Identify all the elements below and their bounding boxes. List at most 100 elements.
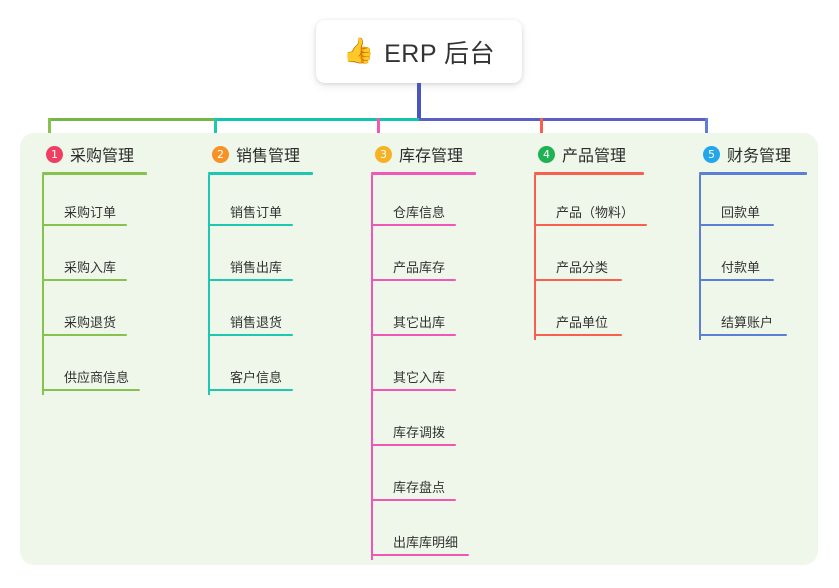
branch-item-label: 客户信息 <box>230 370 283 385</box>
branch-item-label: 仓库信息 <box>393 205 446 220</box>
branch-item-label: 采购入库 <box>64 260 117 275</box>
branch-item[interactable]: 回款单 <box>699 175 807 230</box>
branch-title: 采购管理 <box>70 148 135 165</box>
branch-column-3: 3 库存管理仓库信息产品库存其它出库其它入库库存调拨库存盘点出库库明细 <box>371 141 476 560</box>
branch-spine <box>208 175 210 395</box>
branch-column-1: 1 采购管理采购订单采购入库采购退货供应商信息 <box>42 141 147 395</box>
branch-item-label: 回款单 <box>721 205 761 220</box>
branch-title-underline <box>371 172 476 175</box>
root-node[interactable]: 👍 ERP 后台 <box>316 20 522 83</box>
branch-item-underline <box>371 554 469 556</box>
branch-number-badge: 4 <box>538 145 555 163</box>
branch-header-1[interactable]: 1 采购管理 <box>42 141 147 167</box>
branch-item-label: 销售退货 <box>230 315 283 330</box>
branch-item[interactable]: 仓库信息 <box>371 175 476 230</box>
branch-item-underline <box>208 389 293 391</box>
branch-spine <box>699 175 701 340</box>
branch-item-label: 采购退货 <box>64 315 117 330</box>
root-node-title: ERP 后台 <box>384 39 496 68</box>
branch-item-label: 库存盘点 <box>393 480 446 495</box>
branch-number-badge: 1 <box>46 145 63 163</box>
drop-line-2 <box>214 118 217 141</box>
branch-item-label: 其它入库 <box>393 370 446 385</box>
branch-number-badge: 2 <box>212 145 229 163</box>
branch-item[interactable]: 采购订单 <box>42 175 147 230</box>
branch-item[interactable]: 出库库明细 <box>371 505 476 560</box>
branch-title: 销售管理 <box>236 148 301 165</box>
branch-header-4[interactable]: 4 产品管理 <box>534 141 644 167</box>
branch-spine <box>371 175 373 560</box>
branch-item[interactable]: 库存盘点 <box>371 450 476 505</box>
branch-item-underline <box>371 224 456 226</box>
branch-title-underline <box>699 172 807 175</box>
branch-item[interactable]: 采购退货 <box>42 285 147 340</box>
branch-item[interactable]: 客户信息 <box>208 340 313 395</box>
branch-item-underline <box>699 224 774 226</box>
branch-spine <box>534 175 536 340</box>
branch-item-list: 仓库信息产品库存其它出库其它入库库存调拨库存盘点出库库明细 <box>371 175 476 560</box>
branch-item-underline <box>42 334 127 336</box>
branch-item-underline <box>371 279 456 281</box>
branch-title: 产品管理 <box>562 148 627 165</box>
branch-item[interactable]: 产品（物料） <box>534 175 647 230</box>
branch-item-underline <box>699 279 774 281</box>
branch-header-3[interactable]: 3 库存管理 <box>371 141 476 167</box>
branch-item[interactable]: 其它出库 <box>371 285 476 340</box>
branch-item[interactable]: 销售退货 <box>208 285 313 340</box>
branch-item-label: 产品库存 <box>393 260 446 275</box>
branch-item[interactable]: 结算账户 <box>699 285 807 340</box>
branch-item[interactable]: 供应商信息 <box>42 340 147 395</box>
branch-title-underline <box>208 172 313 175</box>
branch-title-underline <box>534 172 644 175</box>
branch-item-underline <box>534 334 622 336</box>
branch-item-list: 采购订单采购入库采购退货供应商信息 <box>42 175 147 395</box>
branch-column-4: 4 产品管理产品（物料） 产品分类产品单位 <box>534 141 647 340</box>
branch-item[interactable]: 销售订单 <box>208 175 313 230</box>
branch-item-label: 供应商信息 <box>64 370 130 385</box>
branch-item-label: 其它出库 <box>393 315 446 330</box>
bar-segment-left <box>48 118 214 121</box>
branch-item-underline <box>208 279 293 281</box>
branch-item[interactable]: 库存调拨 <box>371 395 476 450</box>
branch-item-label: 结算账户 <box>721 315 774 330</box>
bar-segment-mid <box>214 118 419 121</box>
branch-item-label: 付款单 <box>721 260 761 275</box>
drop-line-5 <box>705 118 708 141</box>
branch-item[interactable]: 产品分类 <box>534 230 644 285</box>
branch-item[interactable]: 采购入库 <box>42 230 147 285</box>
branch-title: 库存管理 <box>399 148 464 165</box>
drop-line-1 <box>48 118 51 141</box>
branch-item-underline <box>42 279 127 281</box>
branch-item[interactable]: 付款单 <box>699 230 807 285</box>
branch-item-label: 销售订单 <box>230 205 283 220</box>
branch-item-label: 库存调拨 <box>393 425 446 440</box>
branch-item-label: 销售出库 <box>230 260 283 275</box>
branch-number-badge: 3 <box>375 145 392 163</box>
branch-item-list: 产品（物料） 产品分类产品单位 <box>534 175 647 340</box>
drop-line-4 <box>540 118 543 141</box>
bar-segment-right <box>419 118 708 121</box>
branch-item-underline <box>208 224 293 226</box>
branch-item-underline <box>371 389 456 391</box>
branch-item-list: 回款单付款单结算账户 <box>699 175 807 340</box>
branch-item[interactable]: 其它入库 <box>371 340 476 395</box>
branch-item-underline <box>208 334 293 336</box>
branch-header-2[interactable]: 2 销售管理 <box>208 141 313 167</box>
branch-item-label: 产品（物料） <box>556 205 635 220</box>
branch-title-underline <box>42 172 147 175</box>
branch-item-label: 产品单位 <box>556 315 609 330</box>
trunk-line <box>417 83 421 121</box>
branch-item-underline <box>534 224 647 226</box>
branch-column-2: 2 销售管理销售订单销售出库销售退货客户信息 <box>208 141 313 395</box>
branch-item-underline <box>371 334 456 336</box>
branch-item[interactable]: 产品单位 <box>534 285 644 340</box>
branch-item-underline <box>534 279 622 281</box>
branch-item[interactable]: 产品库存 <box>371 230 476 285</box>
branch-item-label: 产品分类 <box>556 260 609 275</box>
branch-item-underline <box>699 334 787 336</box>
branch-item-underline <box>42 389 140 391</box>
branch-item[interactable]: 销售出库 <box>208 230 313 285</box>
